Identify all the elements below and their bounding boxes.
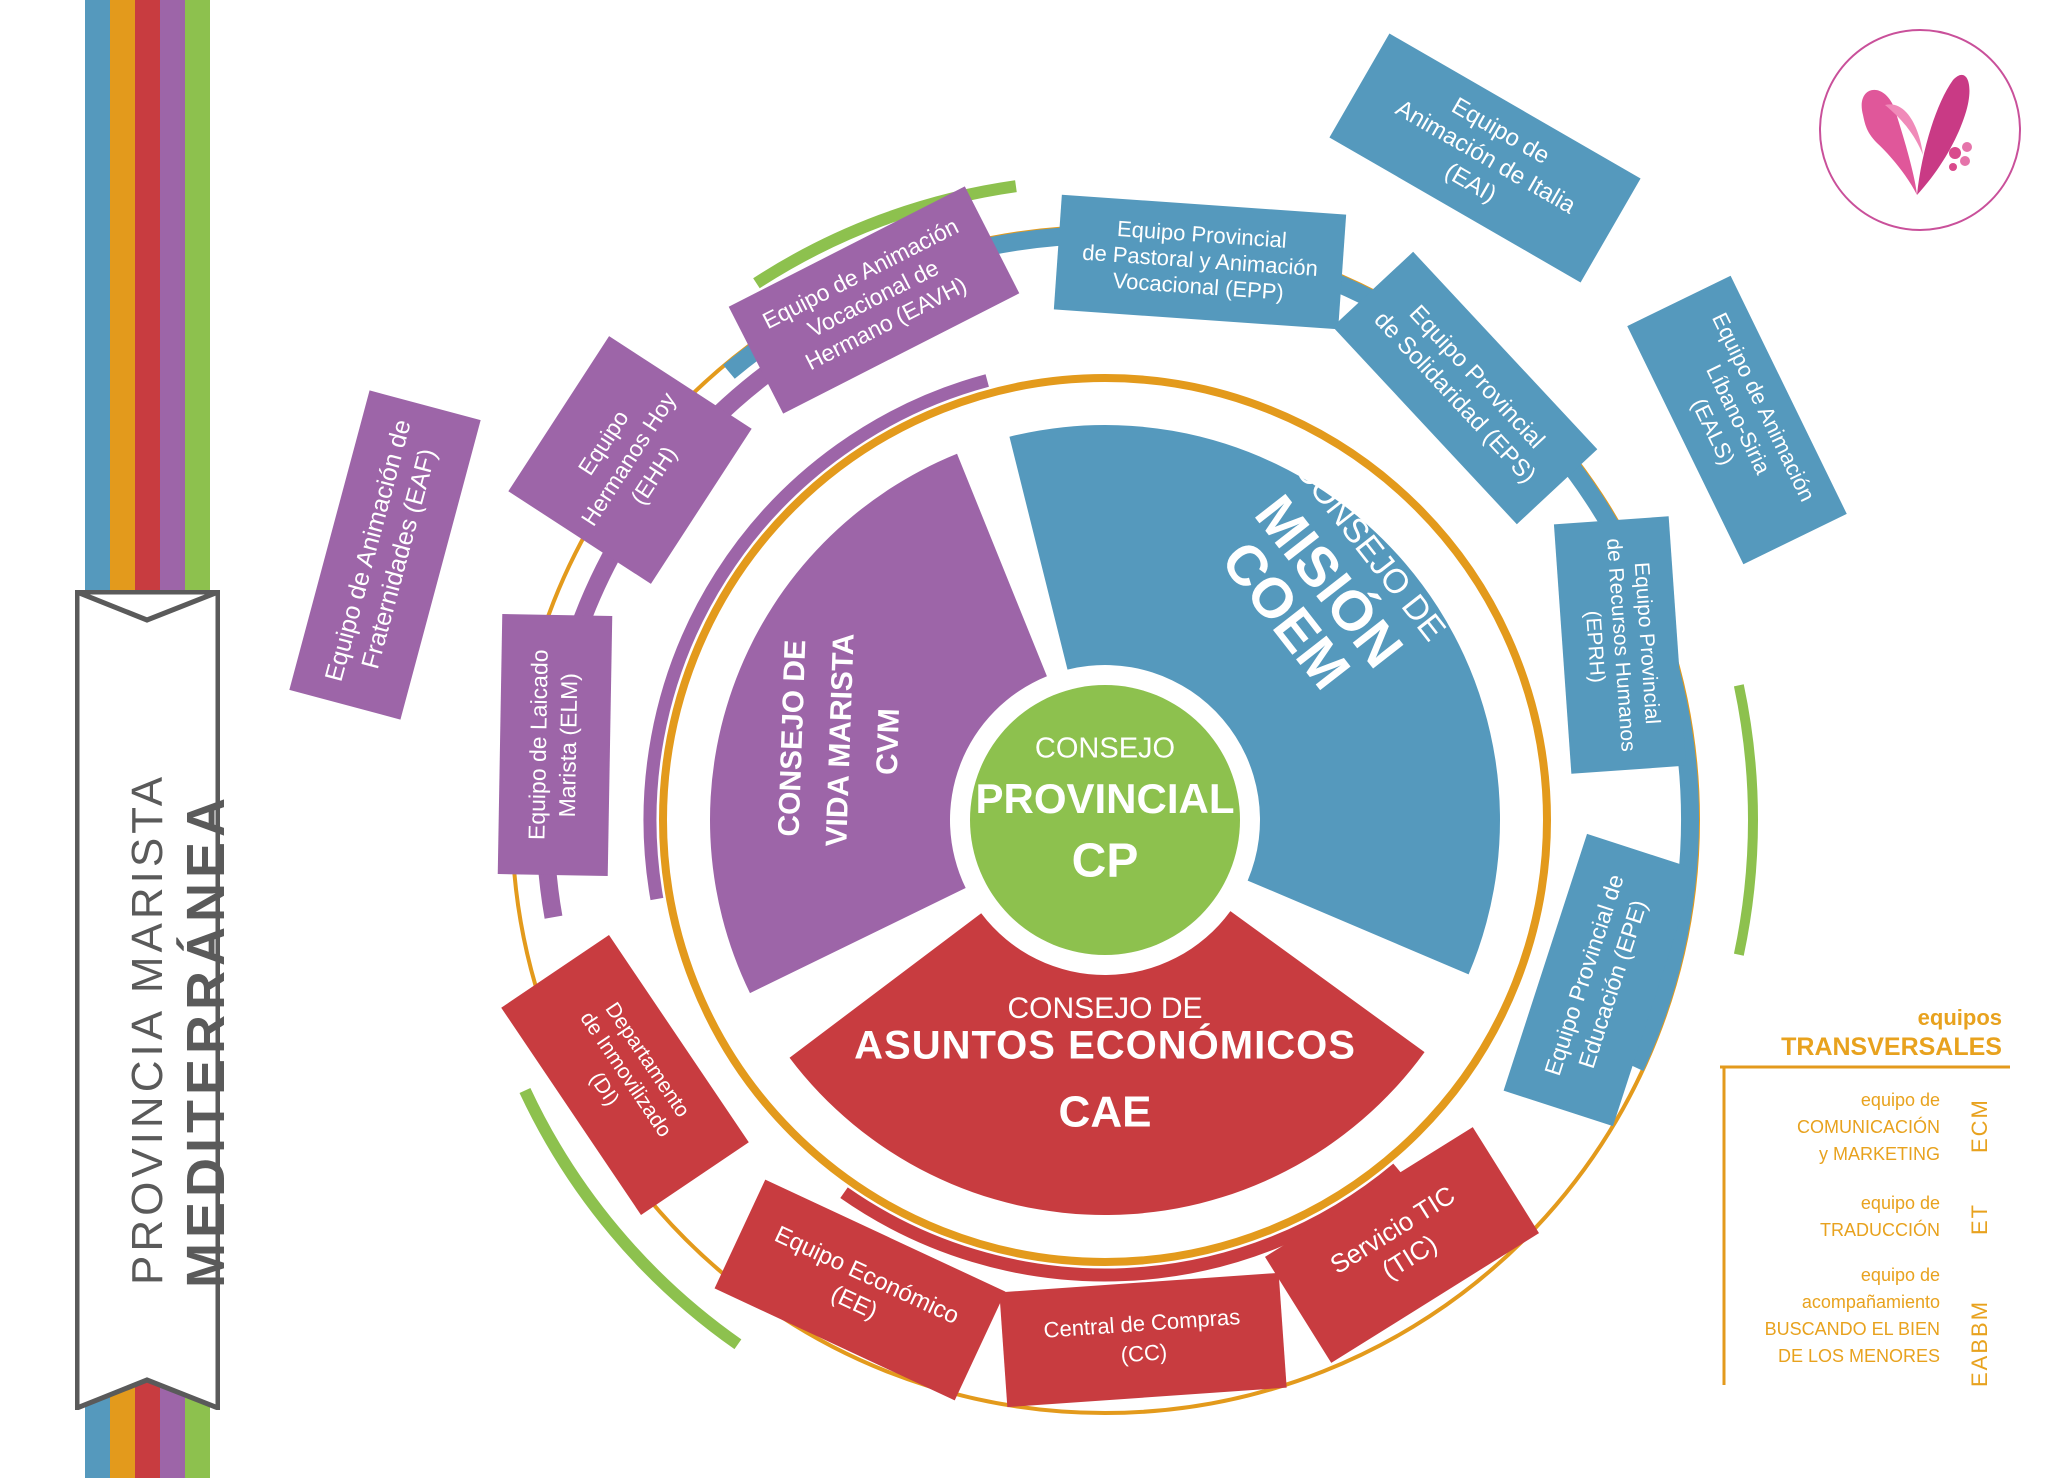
green-arc-top	[753, 180, 1017, 289]
team-ehh-box	[508, 336, 752, 584]
team-eai-box	[1329, 33, 1641, 283]
marist-logo	[1815, 25, 2025, 235]
legend-heading-2: TRANSVERSALES	[1781, 1033, 2002, 1061]
council-coem-sector	[1009, 425, 1500, 975]
council-cae-sector	[789, 911, 1425, 1216]
council-cvm-sector	[709, 453, 1047, 994]
team-eals-box	[1627, 275, 1847, 565]
legend-code-et: ET	[1967, 1202, 1992, 1235]
team-ee-box	[714, 1179, 1006, 1401]
council-cvm-label-line-1: VIDA MARISTA	[820, 633, 860, 847]
team-elm-label-line-0: Equipo de Laicado	[523, 649, 552, 840]
center-circle	[970, 685, 1240, 955]
legend-heading-1: equipos	[1917, 1005, 2002, 1030]
team-eprh-box	[1553, 516, 1687, 774]
province-banner: PROVINCIA MARISTA MEDITERRÁNEA	[75, 590, 236, 1410]
purple-inner-arc	[643, 374, 989, 901]
legend-bracket	[1720, 1065, 2010, 1385]
team-tic-box	[1264, 1127, 1540, 1363]
council-cvm-label-line-0: CONSEJO DE	[773, 639, 813, 837]
inner-orange-ring	[659, 374, 1551, 1266]
team-cc-box	[999, 1272, 1287, 1408]
red-inner-arc	[840, 1163, 1402, 1282]
legend-code-eabbm: EABBM	[1967, 1299, 1992, 1387]
legend-item-ecm: equipo de COMUNICACIÓN y MARKETING	[1797, 1090, 1940, 1164]
council-cae-line1: CONSEJO DE	[1007, 992, 1202, 1025]
center-label-code: CP	[1072, 835, 1139, 888]
team-eps-box	[1332, 251, 1598, 525]
team-epp-box	[1053, 194, 1347, 330]
legend-code-ecm: ECM	[1967, 1098, 1992, 1153]
center-label-top: CONSEJO	[1035, 733, 1175, 765]
team-eavh-box	[728, 186, 1020, 414]
team-di-box	[501, 935, 749, 1215]
team-epe-box	[1503, 833, 1697, 1127]
legend-item-et: equipo de TRADUCCIÓN	[1820, 1193, 1940, 1240]
marist-m-logo-icon	[1819, 29, 2021, 231]
transversal-teams-legend: equipos TRANSVERSALES equipo de COMUNICA…	[1720, 1005, 2010, 1387]
team-eaf-box	[289, 390, 481, 720]
team-eprh-label-line-2: (EPRH)	[1581, 610, 1609, 684]
team-cc-label-line-1: (CC)	[1120, 1339, 1168, 1367]
center-label-main: PROVINCIAL	[975, 775, 1234, 822]
banner-ribbon	[75, 590, 220, 1410]
green-arc-right	[1733, 684, 1758, 956]
green-arc-bottom-left	[519, 1087, 742, 1350]
team-elm-box	[497, 614, 613, 876]
council-cvm-label-line-2: CVM	[871, 708, 906, 776]
council-cae-line3: CAE	[1059, 1088, 1152, 1137]
team-elm-label-line-1: Marista (ELM)	[554, 673, 583, 818]
council-cae-line2: ASUNTOS ECONÓMICOS	[854, 1022, 1356, 1068]
legend-item-eabbm: equipo de acompañamiento BUSCANDO EL BIE…	[1764, 1265, 1940, 1366]
